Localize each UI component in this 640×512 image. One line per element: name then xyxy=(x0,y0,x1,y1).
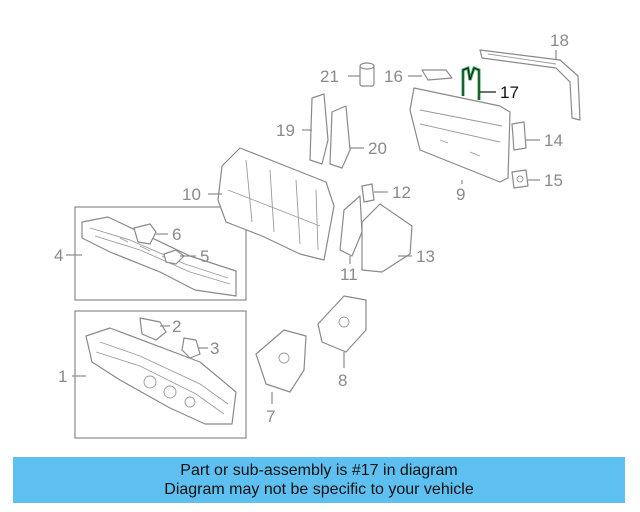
part-10-panel xyxy=(217,147,335,261)
parts-diagram: 1 2 3 4 5 6 7 8 9 10 11 12 13 14 15 16 1… xyxy=(54,31,581,439)
part-17-hook xyxy=(461,65,481,100)
part-14-bracket xyxy=(511,121,527,151)
banner-line-2: Diagram may not be specific to your vehi… xyxy=(164,481,474,498)
callout-10: 10 xyxy=(182,185,201,204)
part-15-bracket xyxy=(511,169,529,189)
part-1-box xyxy=(74,310,247,439)
part-4-box xyxy=(74,206,247,301)
callout-1: 1 xyxy=(58,367,67,386)
part-18-bow xyxy=(479,49,581,121)
callout-16: 16 xyxy=(384,67,403,86)
part-12-bracket xyxy=(361,183,375,203)
part-21-plug xyxy=(359,62,375,87)
callout-4: 4 xyxy=(54,246,63,265)
callout-17: 17 xyxy=(500,83,519,102)
part-19-bracket xyxy=(309,93,329,165)
callout-9: 9 xyxy=(456,185,465,204)
part-2-bracket xyxy=(139,317,167,341)
callout-6: 6 xyxy=(172,225,181,244)
part-7-bracket xyxy=(255,329,307,393)
part-9-panel xyxy=(409,87,511,183)
callout-2: 2 xyxy=(172,317,181,336)
callout-5: 5 xyxy=(200,247,209,266)
callout-11: 11 xyxy=(340,265,358,284)
info-banner: Part or sub-assembly is #17 in diagram D… xyxy=(13,457,625,503)
callout-21: 21 xyxy=(320,67,339,86)
part-20-bracket xyxy=(329,105,351,169)
part-8-bracket xyxy=(317,295,367,353)
part-11-panel xyxy=(339,195,363,257)
part-1-panel xyxy=(85,327,237,425)
callout-13: 13 xyxy=(416,247,435,266)
part-13-panel xyxy=(361,203,413,273)
part-5-clip xyxy=(163,249,185,265)
leader-lines xyxy=(66,50,557,404)
part-17-hook-outline xyxy=(462,67,480,100)
part-3-bracket xyxy=(181,337,201,359)
callout-7: 7 xyxy=(266,407,275,426)
callout-14: 14 xyxy=(544,131,563,150)
part-16-block xyxy=(421,69,453,81)
part-4-panel xyxy=(81,216,237,297)
banner-line-1: Part or sub-assembly is #17 in diagram xyxy=(180,462,458,479)
callout-15: 15 xyxy=(544,171,563,190)
callout-19: 19 xyxy=(276,121,295,140)
callout-3: 3 xyxy=(210,339,219,358)
part-6-bracket xyxy=(133,223,157,245)
callout-18: 18 xyxy=(550,31,569,50)
callout-20: 20 xyxy=(368,139,387,158)
callout-12: 12 xyxy=(392,183,411,202)
callout-8: 8 xyxy=(338,371,347,390)
